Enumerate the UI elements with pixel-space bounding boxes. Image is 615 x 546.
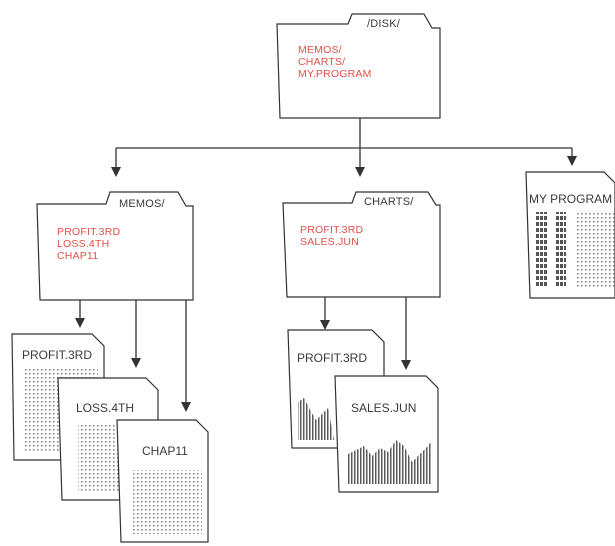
folder-charts-outline	[282, 191, 441, 298]
document-title: PROFIT.3RD	[297, 351, 367, 365]
arrow-memos-loss-head	[131, 358, 141, 368]
document-memo-chap11[interactable]: CHAP11	[116, 419, 209, 543]
program-document-title: MY PROGRAM	[529, 192, 612, 206]
chart-area-icon	[298, 398, 334, 440]
document-title: PROFIT.3RD	[22, 348, 92, 362]
folder-memos-outline	[36, 191, 194, 301]
folder-charts-entry: SALES.JUN	[300, 236, 359, 248]
arrow-charts-profit-head	[320, 320, 330, 330]
folder-charts[interactable]: CHARTS/ PROFIT.3RD SALES.JUN	[282, 191, 441, 298]
arrow-disk-to-memos	[115, 118, 572, 170]
folder-memos-entry: PROFIT.3RD	[57, 226, 120, 238]
arrow-memos-profit-head	[75, 318, 85, 328]
arrow-disk-memos-head	[111, 167, 121, 177]
folder-disk[interactable]: /DISK/ MEMOS/ CHARTS/ MY.PROGRAM	[276, 13, 441, 119]
document-title: CHAP11	[142, 444, 188, 458]
folder-charts-entry: PROFIT.3RD	[300, 224, 363, 236]
arrow-disk-program-head	[567, 156, 577, 166]
folder-memos-entry: LOSS.4TH	[57, 238, 109, 250]
arrow-memos-chap11-head	[181, 402, 191, 412]
document-text-dots-icon	[132, 470, 202, 534]
connector-arrows	[75, 118, 577, 412]
folder-charts-label: CHARTS/	[364, 196, 414, 208]
folder-memos-label: MEMOS/	[119, 198, 166, 210]
program-document[interactable]: MY PROGRAM	[525, 171, 615, 299]
document-title: SALES.JUN	[351, 401, 416, 415]
folder-disk-entry: CHARTS/	[298, 56, 345, 68]
program-text-dots-icon	[575, 212, 615, 288]
chart-area-icon	[348, 440, 432, 484]
document-title: LOSS.4TH	[76, 401, 134, 415]
folder-memos[interactable]: MEMOS/ PROFIT.3RD LOSS.4TH CHAP11	[36, 191, 194, 301]
program-code-bars-icon	[536, 212, 548, 288]
document-chart-sales[interactable]: SALES.JUN	[334, 375, 439, 493]
arrow-disk-charts-head	[355, 167, 365, 177]
folder-disk-label: /DISK/	[367, 18, 401, 30]
arrow-charts-sales-head	[401, 360, 411, 370]
folder-disk-entry: MY.PROGRAM	[298, 68, 372, 80]
program-code-bars-icon	[556, 212, 566, 288]
folder-disk-outline	[276, 13, 441, 119]
folder-memos-entry: CHAP11	[57, 250, 98, 262]
folder-disk-entry: MEMOS/	[298, 44, 342, 56]
